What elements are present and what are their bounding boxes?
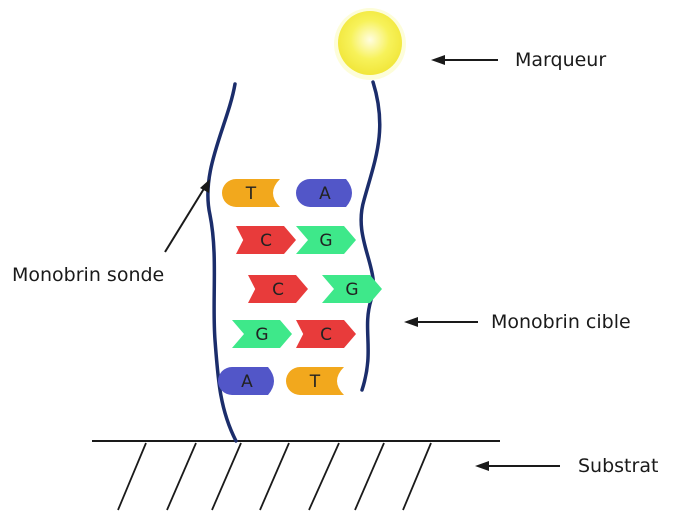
base-letter: C xyxy=(272,280,284,300)
base-letter: A xyxy=(241,372,253,392)
base-a: A xyxy=(218,367,274,395)
arrow-cible xyxy=(404,317,478,327)
base-g: G xyxy=(296,226,356,254)
base-c: C xyxy=(296,320,356,348)
base-letter: G xyxy=(255,325,268,345)
base-letter: C xyxy=(260,231,272,251)
base-c: C xyxy=(236,226,296,254)
label-monobrin-cible: Monobrin cible xyxy=(491,311,631,333)
substrate xyxy=(92,441,500,510)
base-pairs: T A C G C G G C A T xyxy=(218,179,382,395)
base-t: T xyxy=(222,179,280,207)
base-c: C xyxy=(248,275,308,303)
base-letter: A xyxy=(319,184,331,204)
label-marqueur: Marqueur xyxy=(515,49,606,71)
base-a: A xyxy=(296,179,352,207)
base-letter: T xyxy=(245,184,257,204)
base-g: G xyxy=(232,320,292,348)
base-letter: G xyxy=(345,280,358,300)
arrow-substrat xyxy=(475,461,560,471)
base-g: G xyxy=(322,275,382,303)
arrow-marqueur xyxy=(431,55,498,65)
base-letter: T xyxy=(309,372,321,392)
base-letter: C xyxy=(320,325,332,345)
label-monobrin-sonde: Monobrin sonde xyxy=(12,264,164,286)
base-letter: G xyxy=(319,231,332,251)
label-substrat: Substrat xyxy=(578,455,658,477)
arrow-sonde xyxy=(165,179,210,252)
target-strand xyxy=(361,82,380,390)
marker xyxy=(334,8,406,80)
base-t: T xyxy=(286,367,344,395)
substrate-hatching xyxy=(118,443,431,510)
